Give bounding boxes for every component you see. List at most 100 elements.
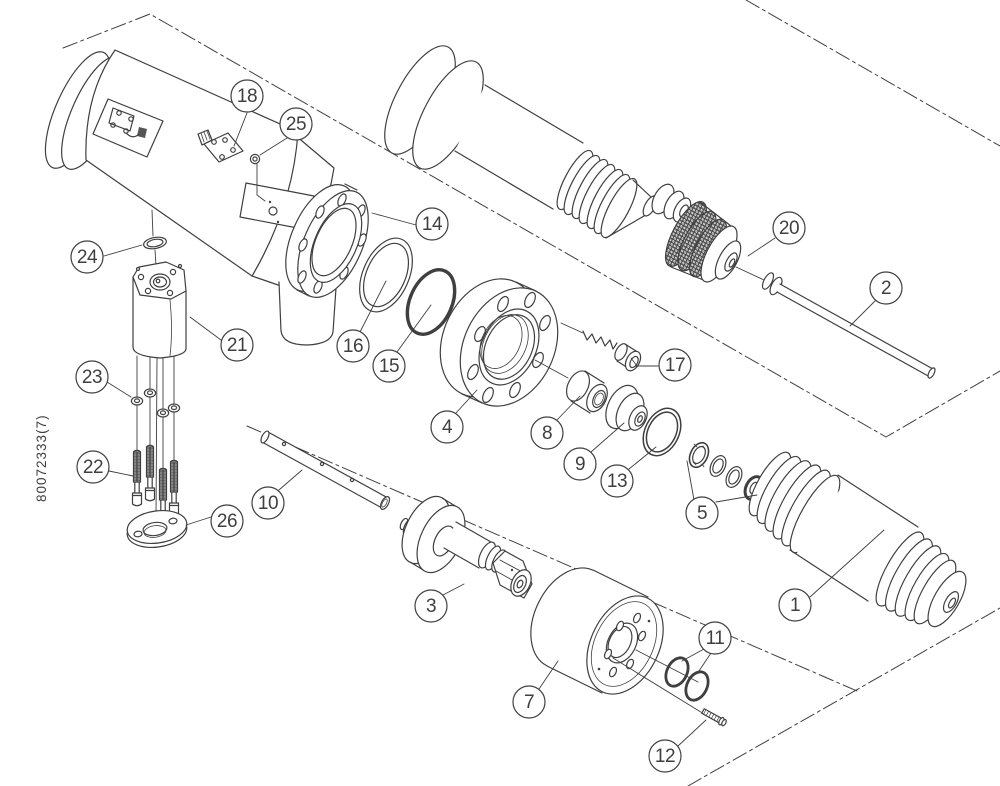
balloon-16: 16 (336, 280, 387, 363)
balloon-1: 1 (778, 529, 885, 622)
balloon-circle (778, 588, 812, 622)
balloon-circle (336, 329, 370, 363)
balloon-circle (685, 496, 719, 530)
balloon-12: 12 (648, 719, 707, 773)
drawing-number-stamp: 80072333(7) (34, 414, 49, 502)
part-12-screw (701, 708, 727, 727)
balloon-number: 10 (258, 493, 278, 514)
balloon-number: 16 (343, 336, 363, 357)
part-18-bracket (197, 129, 244, 163)
balloon-number: 21 (227, 335, 247, 356)
part-main-housing (44, 49, 369, 346)
nameplate (92, 98, 164, 158)
balloon-number: 22 (83, 457, 103, 478)
balloon-13: 13 (600, 446, 657, 498)
balloon-22: 22 (76, 450, 134, 484)
part-8-bushing (565, 370, 608, 414)
part-11-orings (664, 656, 710, 702)
part-15-oring (405, 268, 457, 336)
balloon-number: 9 (575, 454, 585, 475)
balloon-number: 23 (82, 367, 102, 388)
balloon-number: 17 (665, 355, 685, 376)
balloon-circle (70, 240, 104, 274)
balloon-number: 15 (379, 356, 399, 377)
balloon-23: 23 (75, 360, 132, 398)
balloon-circle (415, 207, 449, 241)
balloon-10: 10 (251, 469, 303, 520)
balloon-5: 5 (685, 460, 758, 530)
balloon-circle (698, 621, 732, 655)
balloon-number: 1 (790, 595, 800, 616)
balloon-circle (600, 464, 634, 498)
balloon-15: 15 (372, 304, 432, 383)
balloon-circle (251, 486, 285, 520)
balloon-4: 4 (430, 389, 478, 444)
part-head-cylinder (384, 45, 697, 239)
balloon-number: 18 (237, 86, 257, 107)
balloon-circle (869, 271, 903, 305)
part-24-oring (143, 236, 167, 250)
part-13-oring (642, 407, 682, 457)
part-25-screw (249, 153, 261, 165)
balloon-number: 20 (779, 218, 799, 239)
balloon-circle (75, 360, 109, 394)
balloon-number: 2 (881, 278, 891, 299)
balloon-circle (772, 211, 806, 245)
balloon-17: 17 (635, 348, 692, 382)
balloon-25: 25 (259, 107, 313, 156)
balloon-8: 8 (530, 395, 581, 450)
balloon-number: 24 (77, 247, 98, 268)
part-14-flange (285, 183, 369, 298)
balloon-number: 11 (706, 628, 725, 649)
balloon-circle (563, 447, 597, 481)
balloon-2: 2 (849, 271, 903, 327)
part-10-tube (260, 430, 391, 510)
balloon-26: 26 (185, 504, 244, 538)
part-7-drum (530, 567, 705, 715)
balloon-number: 3 (426, 596, 436, 617)
balloon-11: 11 (681, 621, 732, 672)
left-stack-centerlines (136, 209, 175, 519)
balloon-circle (230, 79, 264, 113)
part-4-gland-flange (439, 278, 569, 407)
balloon-21: 21 (189, 316, 254, 362)
balloon-18: 18 (230, 79, 264, 147)
balloon-circle (512, 685, 546, 719)
part-9-retainer (605, 384, 648, 432)
balloon-14: 14 (371, 207, 449, 241)
part-2-rod (735, 266, 936, 379)
balloon-number: 26 (217, 511, 237, 532)
balloon-9: 9 (563, 422, 625, 481)
balloon-number: 25 (286, 114, 306, 135)
part-20-adjusting-nut (664, 201, 742, 283)
balloon-number: 5 (697, 503, 707, 524)
balloon-circle (372, 349, 406, 383)
part-23-washers (130, 388, 181, 418)
balloon-circle (220, 328, 254, 362)
balloon-number: 13 (607, 471, 627, 492)
part-17-spring-screw (560, 322, 642, 372)
balloon-circle (414, 589, 448, 623)
balloon-24: 24 (70, 240, 143, 274)
balloon-number: 14 (422, 214, 443, 235)
balloon-circle (76, 450, 110, 484)
part-21-valve-block (132, 261, 187, 359)
balloon-circle (648, 739, 682, 773)
balloon-number: 8 (542, 423, 552, 444)
part-26-disc (126, 510, 188, 548)
balloon-3: 3 (414, 583, 465, 623)
balloon-number: 7 (524, 692, 534, 713)
balloon-number: 4 (442, 417, 453, 438)
part-1-cylinder (748, 451, 967, 628)
phantom-centerlines (62, 0, 1000, 786)
balloon-circle (279, 107, 313, 141)
balloon-circle (658, 348, 692, 382)
balloon-circle (530, 416, 564, 450)
balloon-7: 7 (512, 660, 559, 719)
balloon-20: 20 (747, 211, 806, 257)
balloon-circle (210, 504, 244, 538)
balloon-number: 12 (655, 746, 675, 767)
part-16-oring (359, 237, 413, 313)
